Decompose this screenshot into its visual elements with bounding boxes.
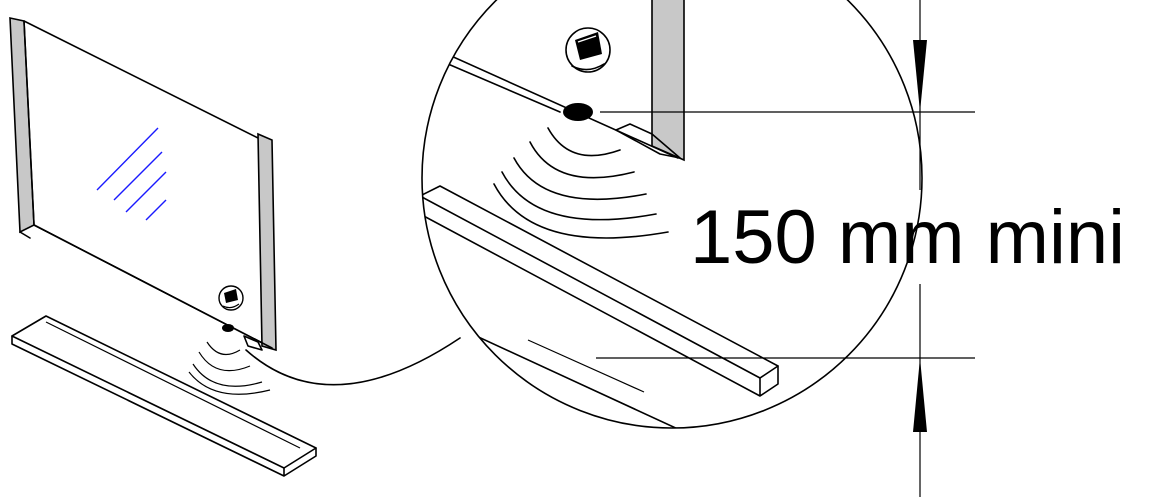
- detail-shelf-front: [422, 195, 779, 397]
- mirror-overview: [9, 17, 317, 477]
- detail-sensor-waves: [493, 127, 669, 239]
- dimension-annotation: 150 mm mini: [596, 0, 1125, 497]
- dimension-label: 150 mm mini: [690, 195, 1125, 280]
- sensor-waves-icon: [188, 341, 271, 395]
- glass-reflection: [96, 127, 167, 221]
- detail-sensor: [563, 103, 593, 121]
- detail-mirror-edge: [422, 41, 679, 159]
- detail-clip: [615, 123, 681, 159]
- hand-under-tap-icon: [218, 285, 244, 311]
- detail-content: [422, 0, 779, 428]
- shelf-inner-edge: [45, 321, 301, 449]
- mirror-left-frame: [9, 17, 35, 234]
- detail-lens: [421, 0, 923, 429]
- detail-frame: [651, 0, 685, 162]
- dim-arrow-bottom: [913, 358, 927, 432]
- detail-shelf-reflection: [527, 339, 645, 393]
- mirror-right-frame: [257, 132, 277, 352]
- detail-connector: [245, 337, 461, 386]
- shelf-thickness: [11, 335, 317, 477]
- hand-under-tap-icon-detail: [565, 27, 611, 73]
- detail-shelf-lower: [422, 309, 681, 428]
- dim-arrow-top: [913, 40, 927, 112]
- sensor-dot: [222, 324, 234, 332]
- mirror-clip: [243, 335, 263, 351]
